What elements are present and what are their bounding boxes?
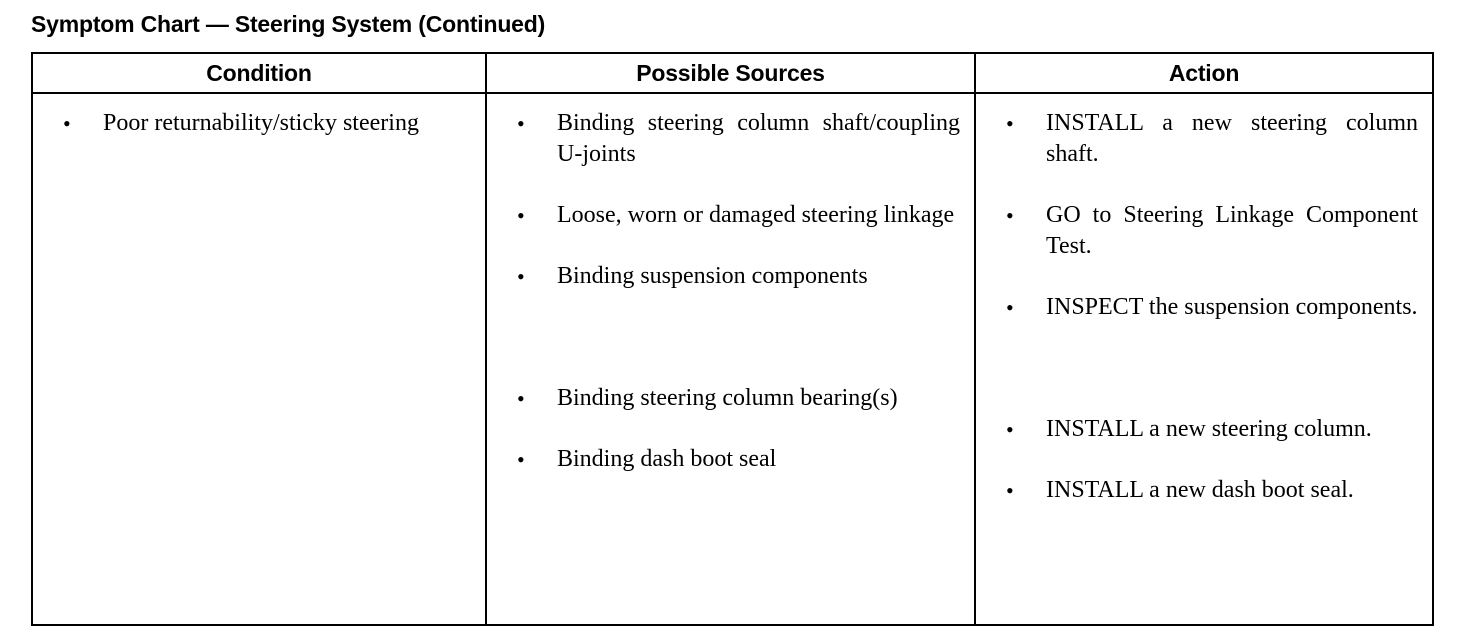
table-header-row: Condition Possible Sources Action [31, 52, 1434, 94]
list-item: INSTALL a new dash boot seal. [990, 475, 1418, 506]
list-item: GO to Steering Linkage Component Test. [990, 200, 1418, 262]
list-item: INSPECT the suspension components. [990, 292, 1418, 323]
cell-possible-sources: Binding steering column shaft/coupling U… [485, 92, 976, 626]
list-item: Poor returnability/sticky steering [47, 108, 471, 139]
action-list: INSTALL a new steering column shaft. GO t… [976, 94, 1432, 506]
page-title: Symptom Chart — Steering System (Continu… [31, 11, 546, 37]
list-item-text: Poor returnability/sticky steering [103, 110, 419, 136]
table-header: Condition Possible Sources Action [31, 52, 1434, 94]
list-item: Binding dash boot seal [501, 444, 960, 475]
list-item: INSTALL a new steering column shaft. [990, 108, 1418, 170]
list-item-text: Loose, worn or damaged steering linkage [557, 202, 955, 228]
list-item-spacer [990, 353, 1418, 384]
column-header-condition: Condition [31, 52, 487, 94]
symptom-chart-table: Condition Possible Sources Action Poor r… [31, 52, 1434, 626]
list-item-text: INSTALL a new steering column. [1046, 416, 1372, 442]
list-item-text: Binding steering column shaft/coupling U… [557, 110, 960, 167]
list-item-text: Binding suspension components [557, 263, 868, 289]
cell-action: INSTALL a new steering column shaft. GO t… [974, 92, 1434, 626]
list-item-text: GO to Steering Linkage Component Test. [1046, 202, 1418, 259]
table-body: Poor returnability/sticky steering Bindi… [31, 92, 1434, 626]
cell-condition: Poor returnability/sticky steering [31, 92, 487, 626]
column-header-possible-sources: Possible Sources [485, 52, 976, 94]
table-row: Poor returnability/sticky steering Bindi… [31, 92, 1434, 626]
list-item: Binding steering column bearing(s) [501, 383, 960, 414]
column-header-action: Action [974, 52, 1434, 94]
list-item: Loose, worn or damaged steering linkage [501, 200, 960, 231]
list-item: INSTALL a new steering column. [990, 414, 1418, 445]
list-item: Binding suspension components [501, 261, 960, 292]
list-item-text: INSTALL a new steering column shaft. [1046, 110, 1418, 167]
list-item-text: INSTALL a new dash boot seal. [1046, 477, 1354, 503]
list-item-text: Binding steering column bearing(s) [557, 385, 898, 411]
list-item-spacer [501, 322, 960, 353]
condition-list: Poor returnability/sticky steering [33, 94, 485, 139]
possible-sources-list: Binding steering column shaft/coupling U… [487, 94, 974, 475]
list-item: Binding steering column shaft/coupling U… [501, 108, 960, 170]
list-item-text: INSPECT the suspension components. [1046, 294, 1418, 320]
list-item-text: Binding dash boot seal [557, 446, 777, 472]
